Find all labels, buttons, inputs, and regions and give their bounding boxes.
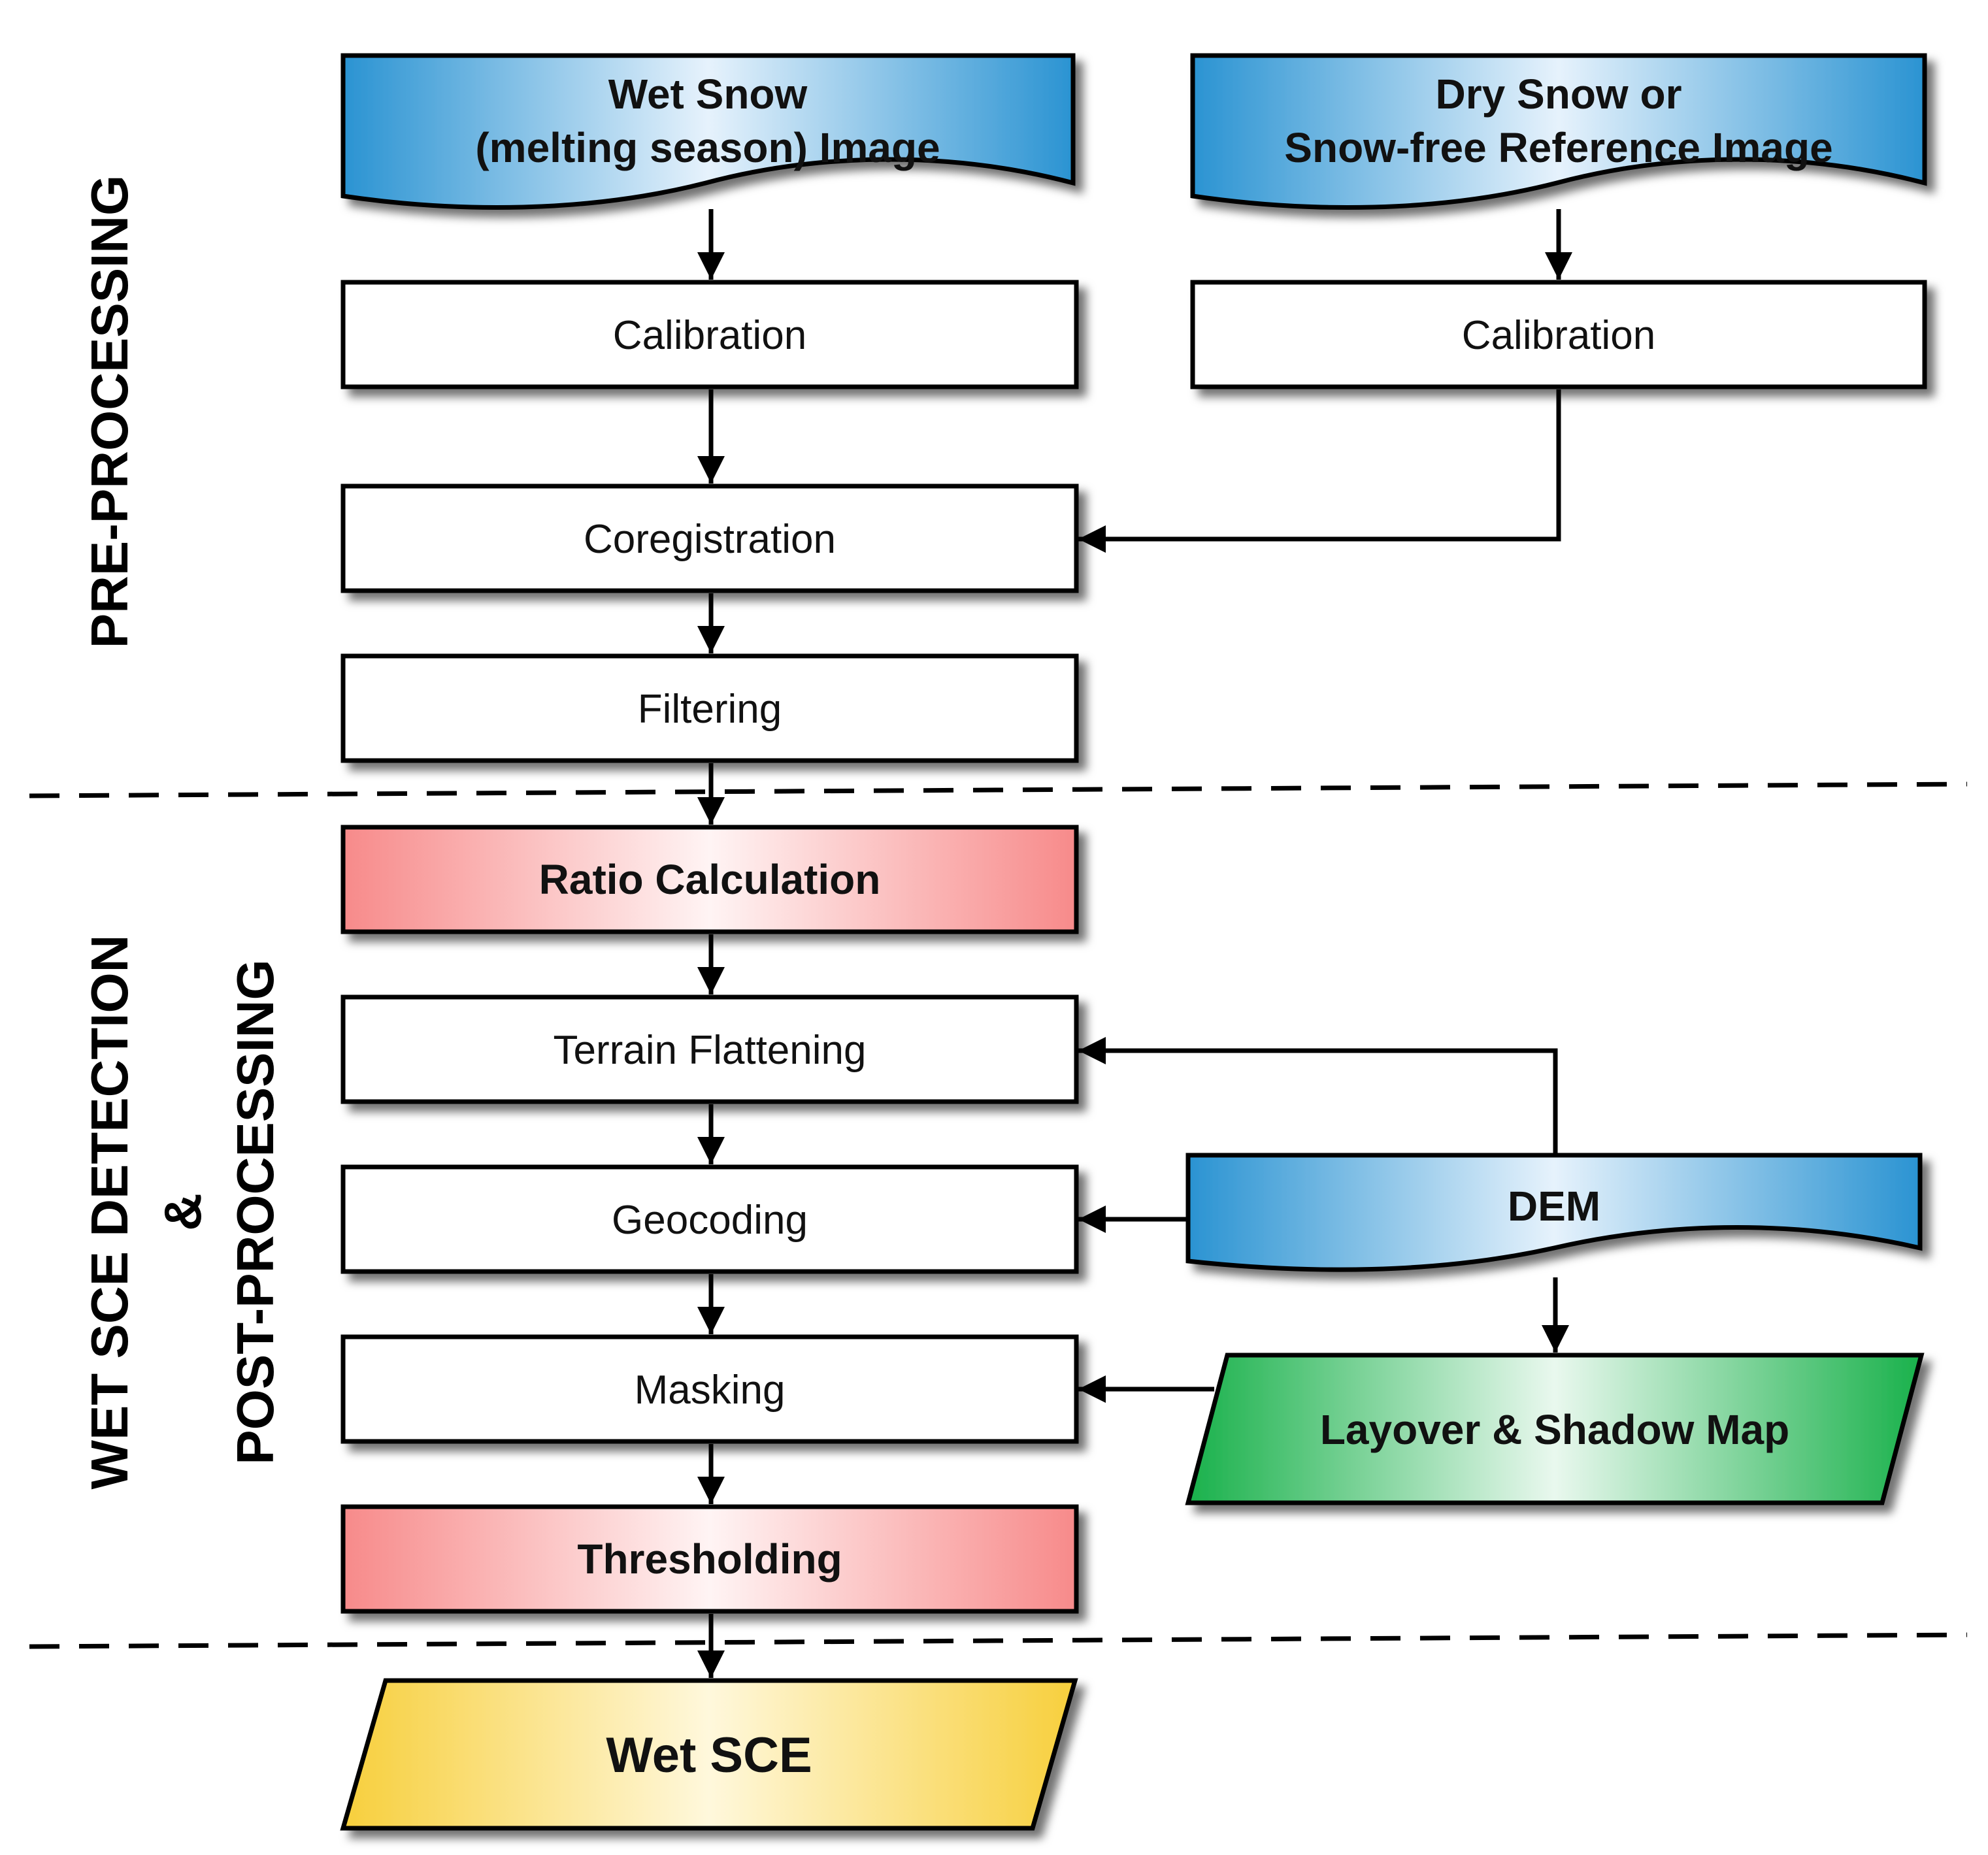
output-wet-sce: Wet SCE [340, 1678, 1078, 1831]
input-dry-snow-reference-image: Dry Snow or Snow-free Reference Image [1190, 53, 1927, 210]
calibration-left-label: Calibration [613, 313, 806, 358]
step-calibration-left: Calibration [340, 280, 1079, 389]
geocoding-label: Geocoding [612, 1198, 808, 1243]
step-masking: Masking [340, 1334, 1079, 1444]
step-calibration-right: Calibration [1190, 280, 1927, 389]
wet-snow-subtitle: (melting season) Image [475, 124, 940, 171]
input-layover-shadow-map: Layover & Shadow Map [1185, 1353, 1925, 1505]
section-label-post-processing: POST-PROCESSING [226, 959, 284, 1464]
input-dem: DEM [1185, 1153, 1923, 1272]
dry-snow-title: Dry Snow or [1436, 71, 1682, 118]
dry-snow-subtitle: Snow-free Reference Image [1284, 124, 1832, 171]
dem-label: DEM [1508, 1183, 1600, 1230]
section-label-pre-processing: PRE-PROCESSING [80, 175, 139, 649]
layover-shadow-map-label: Layover & Shadow Map [1320, 1406, 1789, 1453]
wet-sce-label: Wet SCE [606, 1728, 812, 1783]
arrow-right-calibration-to-coregistration [1078, 389, 1561, 553]
step-ratio-calculation: Ratio Calculation [340, 825, 1079, 934]
step-terrain-flattening: Terrain Flattening [340, 994, 1079, 1104]
thresholding-label: Thresholding [577, 1535, 842, 1583]
wet-snow-title: Wet Snow [608, 71, 808, 118]
section-divider-2 [29, 1632, 1968, 1649]
ratio-calculation-label: Ratio Calculation [539, 856, 881, 903]
masking-label: Masking [635, 1368, 786, 1413]
coregistration-label: Coregistration [584, 517, 836, 562]
step-thresholding: Thresholding [340, 1504, 1079, 1614]
step-coregistration: Coregistration [340, 484, 1079, 593]
step-filtering: Filtering [340, 653, 1079, 763]
connectors [697, 209, 1572, 1678]
input-wet-snow-image: Wet Snow (melting season) Image [340, 53, 1076, 210]
section-label-wet-sce-detection: WET SCE DETECTION [80, 935, 139, 1490]
calibration-right-label: Calibration [1462, 313, 1655, 358]
section-label-ampersand: & [154, 1193, 212, 1231]
step-geocoding: Geocoding [340, 1164, 1079, 1274]
arrow-dem-to-terrain [1078, 1037, 1558, 1154]
section-divider-1 [29, 781, 1968, 798]
filtering-label: Filtering [638, 687, 782, 732]
terrain-flattening-label: Terrain Flattening [553, 1028, 866, 1073]
